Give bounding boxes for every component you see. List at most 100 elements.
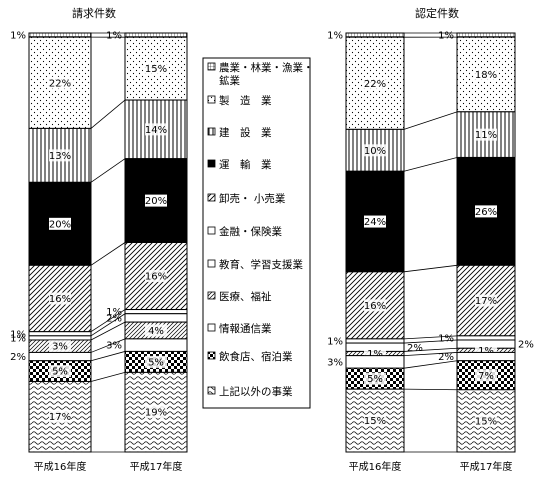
data-label: 1% [438, 31, 454, 42]
bar-segment [456, 351, 516, 362]
data-label-bg [475, 369, 497, 382]
connector-line [90, 313, 126, 337]
chart-title-1: 請求件数 [72, 6, 116, 20]
data-label: 1% [106, 31, 122, 42]
legend-label: 鉱業 [219, 74, 240, 87]
data-label-bg [145, 270, 167, 283]
bar-segment [456, 32, 516, 38]
data-label: 15% [145, 64, 167, 75]
bar-segment [124, 313, 188, 323]
data-label: 16% [364, 301, 386, 312]
bar-segment [124, 32, 188, 38]
legend-label: 情報通信業 [219, 322, 272, 335]
data-label: 2% [407, 343, 423, 354]
data-label: 1% [10, 329, 26, 340]
data-label-bg [475, 68, 497, 81]
data-label-bg [364, 372, 386, 385]
data-label: 2% [106, 313, 122, 324]
legend-label: 教育、学習支援業 [219, 258, 303, 271]
category-label: 平成16年度 [349, 460, 402, 473]
data-label-bg [49, 340, 71, 353]
data-label: 1% [10, 333, 26, 344]
bar-segment [456, 335, 516, 341]
data-label: 11% [475, 130, 497, 141]
data-label-bg [475, 128, 497, 141]
data-label: 5% [367, 374, 383, 385]
legend-label: 飲食店、宿泊業 [219, 350, 293, 363]
data-label: 24% [364, 217, 386, 228]
connector-line [403, 335, 458, 340]
legend-label: 上記以外の事業 [219, 385, 293, 398]
data-label-bg [475, 205, 497, 218]
data-label-bg [145, 406, 167, 419]
data-label: 20% [49, 219, 71, 230]
data-label-bg [49, 410, 71, 423]
data-label: 15% [475, 416, 497, 427]
data-label-bg [49, 217, 71, 230]
legend-label: 農業・林業・漁業・ [219, 61, 314, 74]
data-label-bg [145, 62, 167, 75]
category-label: 平成16年度 [34, 460, 87, 473]
legend: 農業・林業・漁業・鉱業製 造 業建 設 業運 輸 業卸売・ 小売業金融・保険業教… [202, 57, 314, 409]
legend-swatch [207, 323, 216, 332]
data-label: 19% [145, 408, 167, 419]
data-label: 14% [145, 125, 167, 136]
data-label: 16% [49, 294, 71, 305]
data-label-bg [364, 414, 386, 427]
data-label: 13% [49, 151, 71, 162]
data-label: 1% [106, 307, 122, 318]
data-label-bg [145, 324, 167, 337]
data-label-bg [475, 294, 497, 307]
connector-line [403, 339, 458, 344]
data-label: 2% [10, 352, 26, 363]
legend-label: 建 設 業 [219, 126, 272, 139]
bar-segment [345, 355, 405, 369]
legend-label: 卸売・ 小売業 [219, 192, 286, 205]
data-label-bg [364, 215, 386, 228]
legend-swatch [207, 95, 216, 104]
data-label: 1% [10, 31, 26, 42]
legend-label: 金融・保険業 [219, 225, 282, 238]
data-label: 3% [52, 342, 68, 353]
data-label-bg [145, 355, 167, 368]
data-label-bg [145, 123, 167, 136]
legend-swatch [207, 193, 216, 202]
data-label-bg [49, 292, 71, 305]
bar-segment [345, 32, 405, 38]
chart-title-2: 認定件数 [415, 6, 459, 20]
data-label: 1% [438, 333, 454, 344]
connector-line [403, 360, 458, 369]
data-label: 22% [49, 78, 71, 89]
connector-line [90, 338, 126, 353]
bar-segment [345, 338, 405, 344]
connector-line [90, 242, 126, 266]
category-label: 平成17年度 [130, 460, 183, 473]
bar-segment [28, 351, 92, 362]
data-label: 2% [518, 340, 534, 351]
data-label: 4% [148, 326, 164, 337]
legend-swatch [207, 351, 216, 360]
data-label: 17% [49, 412, 71, 423]
data-label: 18% [475, 70, 497, 81]
data-label: 5% [52, 367, 68, 378]
data-label: 22% [364, 79, 386, 90]
legend-swatch [207, 386, 216, 395]
connector-line [403, 111, 458, 130]
connector-line [90, 372, 126, 382]
legend-label: 製 造 業 [219, 94, 272, 107]
connector-line [90, 99, 126, 129]
legend-label: 医療、福祉 [219, 290, 272, 303]
data-label: 7% [478, 371, 494, 382]
legend-swatch [207, 159, 216, 168]
connector-line [90, 321, 126, 341]
data-label: 1% [478, 346, 494, 357]
bar-marks-layer: 請求件数1%22%13%20%16%1%1%3%2%5%17%平成16年度1%1… [10, 6, 534, 473]
data-label: 17% [475, 296, 497, 307]
data-label: 10% [364, 146, 386, 157]
data-label: 20% [145, 196, 167, 207]
connector-line [403, 157, 458, 172]
legend-label: 運 輸 業 [219, 158, 272, 171]
data-label: 2% [438, 352, 454, 363]
